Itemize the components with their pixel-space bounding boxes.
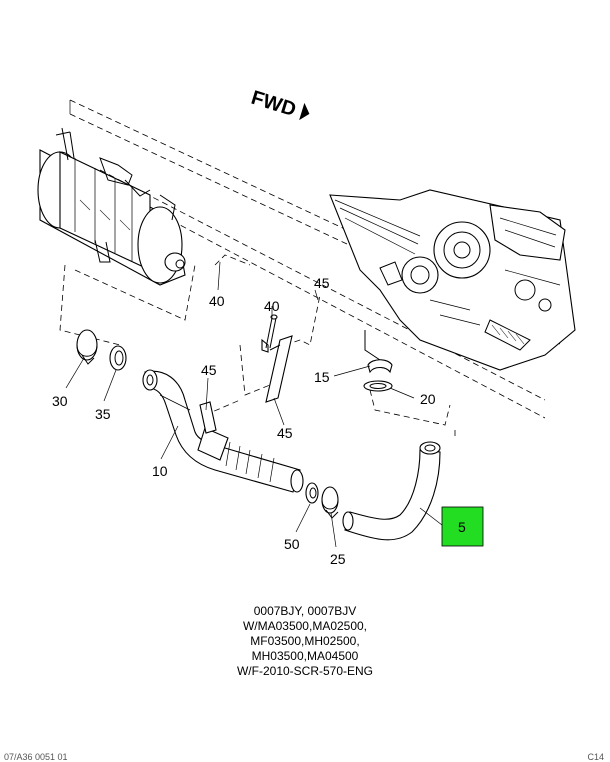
callout-20[interactable]: 20 [420, 391, 436, 407]
leader-lines [59, 254, 456, 440]
part-45-hanger [199, 335, 293, 434]
highlight-box-part-5 [441, 506, 484, 547]
note-line: MF03500,MH02500, [250, 634, 360, 648]
part-40-bolt [261, 314, 278, 353]
callout-30[interactable]: 30 [52, 393, 68, 409]
note-line: W/MA03500,MA02500, [242, 619, 368, 633]
callout-15[interactable]: 15 [314, 369, 330, 385]
fwd-indicator: FWD [249, 87, 310, 121]
callout-50[interactable]: 50 [284, 536, 300, 552]
aftertreatment-canister [37, 127, 186, 286]
fwd-arrow-icon [299, 102, 310, 121]
callout-45-right[interactable]: 45 [314, 275, 330, 291]
callout-10[interactable]: 10 [152, 463, 168, 479]
applicability-notes: 0007BJY, 0007BJV W/MA03500,MA02500, MF03… [200, 604, 410, 679]
callout-40-upper[interactable]: 40 [209, 293, 225, 309]
callout-45-lower[interactable]: 45 [277, 425, 293, 441]
callout-25[interactable]: 25 [330, 551, 346, 567]
footer-right-code: C14 [587, 752, 604, 762]
part-5-elbow-pipe [342, 441, 441, 541]
fwd-label: FWD [249, 87, 299, 121]
part-15-clamp [367, 359, 393, 374]
engine-assembly [329, 189, 576, 371]
callout-40-middle[interactable]: 40 [264, 298, 280, 314]
note-line: MH03500,MA04500 [251, 649, 359, 663]
callout-leaders [65, 261, 443, 548]
part-10-exhaust-pipe [142, 369, 304, 493]
part-20-gasket [363, 380, 393, 392]
part-30-clamp [76, 329, 98, 365]
callout-5[interactable]: 5 [458, 519, 466, 535]
part-50-gasket [305, 482, 319, 504]
note-line: W/F-2010-SCR-570-ENG [236, 664, 374, 678]
part-35-gasket [109, 345, 127, 371]
callout-45-left[interactable]: 45 [201, 362, 217, 378]
note-line: 0007BJY, 0007BJV [253, 604, 357, 618]
footer-left-code: 07/A36 0051 01 [4, 752, 68, 762]
callout-35[interactable]: 35 [95, 406, 111, 422]
part-25-clamp [321, 486, 339, 519]
